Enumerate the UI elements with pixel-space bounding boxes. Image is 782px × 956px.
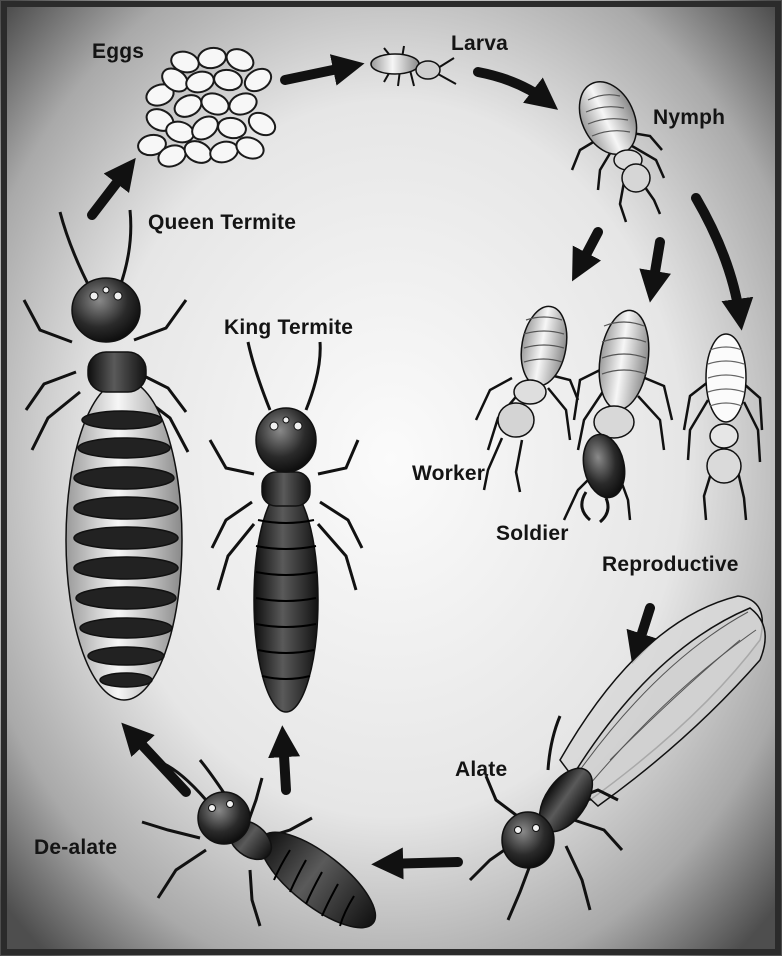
label-reproductive: Reproductive	[602, 553, 739, 577]
label-worker: Worker	[412, 462, 485, 486]
label-queen-termite: Queen Termite	[148, 211, 296, 235]
arrow-alate-to-dealate	[384, 862, 458, 864]
label-soldier: Soldier	[496, 522, 569, 546]
label-nymph: Nymph	[653, 106, 725, 130]
label-larva: Larva	[451, 32, 508, 56]
label-eggs: Eggs	[92, 40, 144, 64]
label-alate: Alate	[455, 758, 507, 782]
arrow-dealate-to-king	[283, 738, 286, 790]
label-de-alate: De-alate	[34, 836, 117, 860]
label-king-termite: King Termite	[224, 316, 353, 340]
